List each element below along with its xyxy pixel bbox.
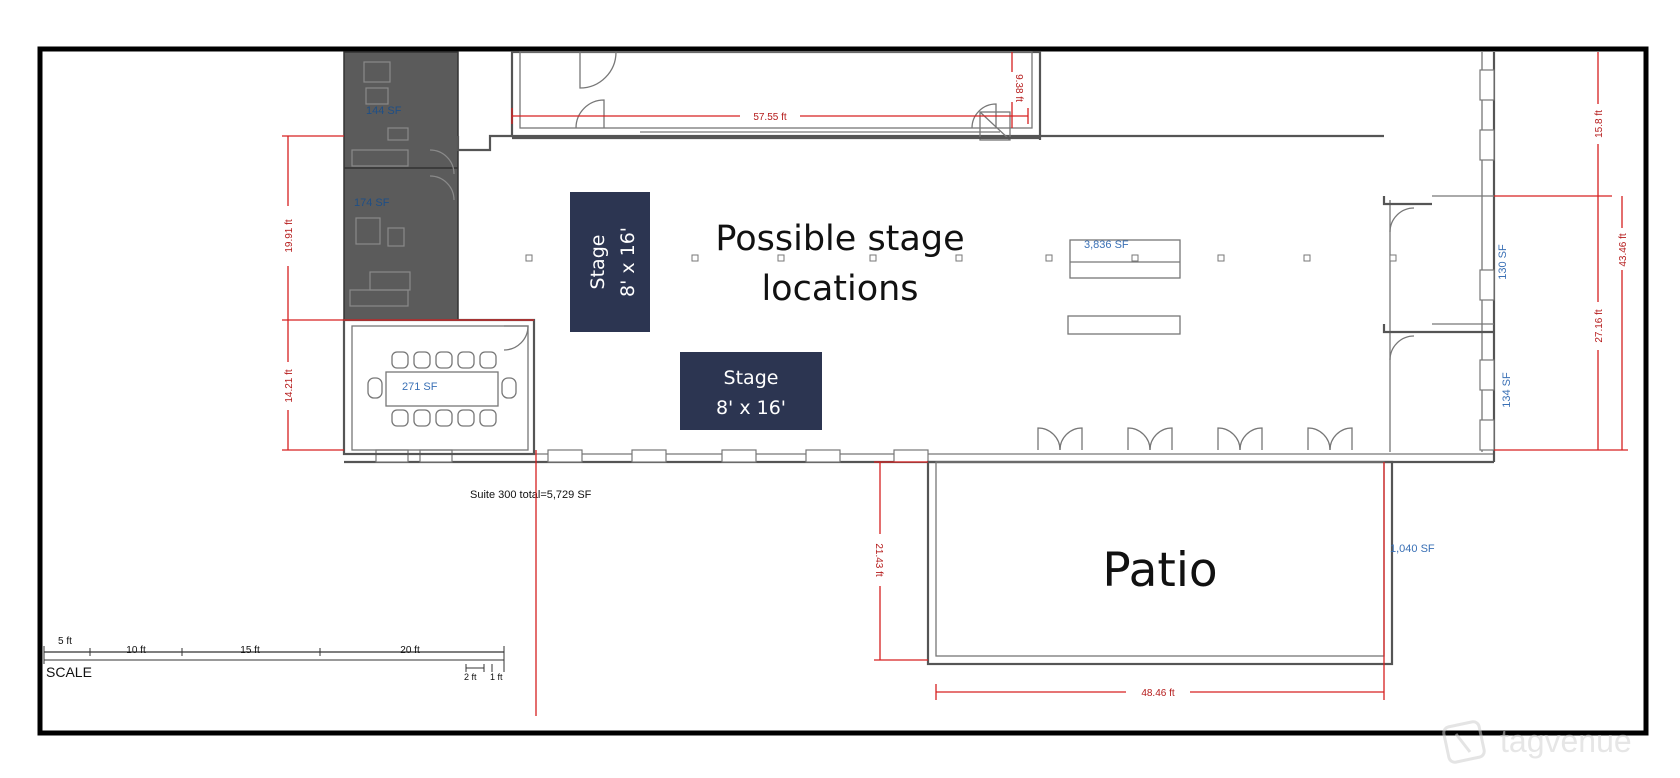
restroom-block bbox=[343, 51, 459, 321]
dim-right-lower: 27.16 ft bbox=[1594, 309, 1605, 343]
bar-counters bbox=[1067, 239, 1181, 335]
dim-top-depth: 9.38 ft bbox=[1013, 74, 1024, 102]
scale-tick-10: 10 ft bbox=[126, 645, 146, 656]
dim-top-width: 57.55 ft bbox=[753, 112, 787, 123]
suite-total: Suite 300 total=5,729 SF bbox=[470, 489, 592, 501]
dim-left-upper: 19.91 ft bbox=[284, 219, 295, 253]
stage-heading-line2: locations bbox=[761, 269, 918, 309]
scale-tick-20: 20 ft bbox=[400, 645, 420, 656]
area-side-room-top: 130 SF bbox=[1497, 244, 1509, 280]
scale-bar: 5 ft 10 ft 15 ft 20 ft SCALE 2 ft 1 ft bbox=[43, 636, 505, 682]
area-conference: 271 SF bbox=[402, 381, 438, 393]
area-main-hall: 3,836 SF bbox=[1084, 239, 1129, 251]
area-restroom-bottom: 174 SF bbox=[354, 197, 390, 209]
area-patio: 1,040 SF bbox=[1390, 543, 1435, 555]
watermark: tagvenue bbox=[1442, 720, 1632, 764]
tagvenue-logo-icon bbox=[1442, 720, 1486, 764]
dim-right-total: 43.46 ft bbox=[1618, 233, 1629, 267]
dimension-lines bbox=[282, 52, 1628, 716]
scale-tick-15: 15 ft bbox=[240, 645, 260, 656]
dim-patio-depth: 21.43 ft bbox=[873, 543, 884, 577]
patio-label: Patio bbox=[1102, 543, 1217, 598]
stage-horizontal-size: 8' x 16' bbox=[716, 397, 786, 419]
scale-tick-1: 1 ft bbox=[490, 672, 503, 682]
columns bbox=[525, 254, 1397, 262]
dim-right-top: 15.8 ft bbox=[1594, 110, 1605, 138]
area-side-room-bottom: 134 SF bbox=[1501, 372, 1513, 408]
top-room bbox=[510, 50, 1042, 141]
area-restroom-top: 144 SF bbox=[366, 105, 402, 117]
stage-horizontal: Stage 8' x 16' bbox=[680, 352, 822, 430]
watermark-text: tagvenue bbox=[1500, 723, 1632, 759]
side-rooms bbox=[1382, 195, 1494, 361]
scale-tick-2: 2 ft bbox=[464, 672, 477, 682]
stage-vertical: Stage 8' x 16' bbox=[570, 192, 650, 332]
plan-frame bbox=[37, 46, 1649, 736]
stage-heading-line1: Possible stage bbox=[715, 219, 964, 259]
stage-vertical-size: 8' x 16' bbox=[617, 227, 639, 297]
stage-vertical-label: Stage bbox=[587, 235, 609, 290]
scale-tick-5: 5 ft bbox=[58, 636, 72, 647]
dim-left-lower: 14.21 ft bbox=[284, 369, 295, 403]
conference-room bbox=[342, 318, 536, 456]
bottom-windows bbox=[375, 449, 929, 463]
stage-horizontal-label: Stage bbox=[724, 367, 779, 389]
patio-doors bbox=[1037, 427, 1353, 451]
right-windows bbox=[1479, 69, 1495, 451]
scale-label: SCALE bbox=[46, 664, 92, 680]
dim-patio-width: 48.46 ft bbox=[1141, 688, 1175, 699]
restroom-fixtures bbox=[349, 61, 455, 307]
